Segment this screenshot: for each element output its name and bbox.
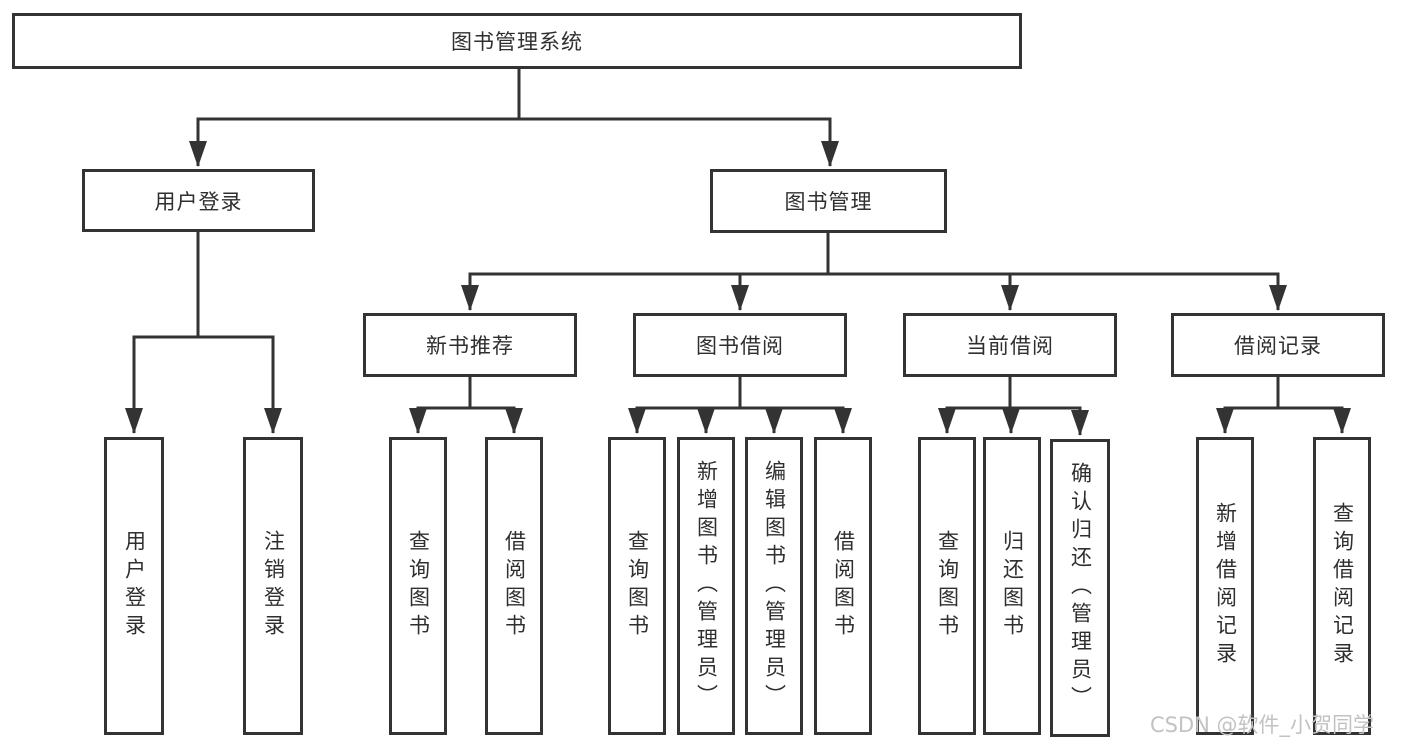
leaf-borrow-books: 借阅图书 [814,437,872,735]
leaf-add-book-admin: 新增图书（管理员） [677,437,735,735]
node-label: 图书管理系统 [451,30,583,54]
node-label: 当前借阅 [966,334,1054,358]
leaf-query-books-recommend: 查询图书 [389,437,447,735]
node-label: 查询借阅记录 [1330,502,1355,670]
node-label: 注销登录 [261,530,286,642]
node-label: 借阅图书 [502,530,527,642]
node-library-system: 图书管理系统 [12,13,1022,69]
leaf-add-borrow-record: 新增借阅记录 [1196,437,1254,735]
node-label: 用户登录 [154,189,243,214]
node-label: 新增图书（管理员） [694,460,719,712]
node-label: 归还图书 [1000,530,1025,642]
leaf-user-login: 用户登录 [104,437,164,735]
node-borrow-records: 借阅记录 [1171,313,1385,377]
node-label: 查询图书 [935,530,960,642]
node-label: 用户登录 [122,530,147,642]
node-label: 新增借阅记录 [1213,502,1238,670]
node-label: 确认归还（管理员） [1068,462,1093,714]
node-label: 编辑图书（管理员） [762,460,787,712]
leaf-confirm-return-admin: 确认归还（管理员） [1050,439,1110,737]
node-new-book-recommend: 新书推荐 [363,313,577,377]
leaf-query-books-borrow: 查询图书 [608,437,666,735]
node-label: 图书管理 [784,190,873,214]
node-book-management: 图书管理 [710,169,947,233]
leaf-query-borrow-record: 查询借阅记录 [1313,437,1371,735]
leaf-borrow-books-recommend: 借阅图书 [485,437,543,735]
csdn-watermark: CSDN @软件_小贺同学 [1150,713,1375,737]
node-label: 新书推荐 [426,334,514,358]
node-label: 图书借阅 [696,334,784,358]
node-book-borrow: 图书借阅 [633,313,847,377]
node-label: 借阅记录 [1234,334,1322,358]
node-label: 查询图书 [406,530,431,642]
node-current-borrow: 当前借阅 [903,313,1117,377]
leaf-edit-book-admin: 编辑图书（管理员） [745,437,803,735]
node-label: 查询图书 [625,530,650,642]
leaf-logout: 注销登录 [243,437,303,735]
node-label: 借阅图书 [831,530,856,642]
leaf-query-books-current: 查询图书 [918,437,976,735]
node-user-login: 用户登录 [82,169,315,232]
leaf-return-book: 归还图书 [983,437,1041,735]
